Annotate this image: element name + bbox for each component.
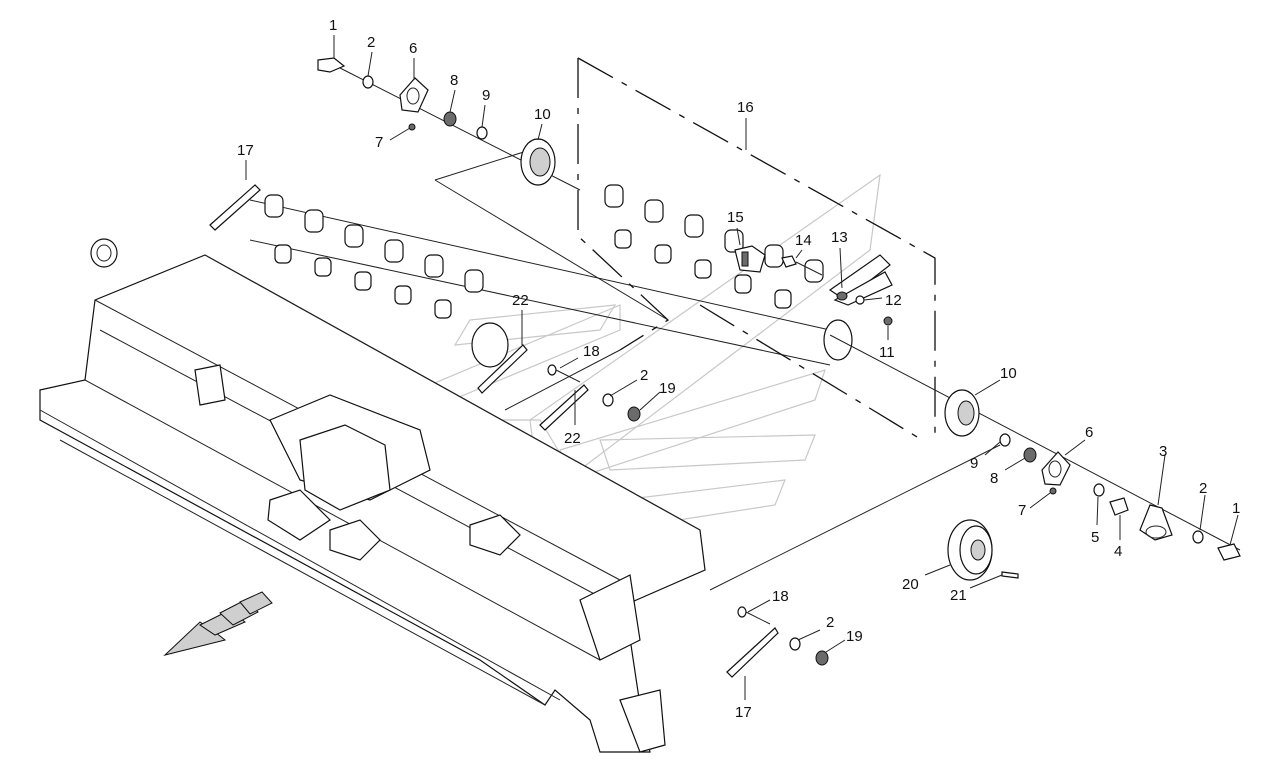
washer-2-right (1192, 530, 1204, 544)
nipple-7-top (408, 123, 416, 131)
seal-8-right (1023, 447, 1037, 463)
lever-13 (828, 254, 893, 306)
pulley-20 (947, 519, 993, 581)
callout-10-top: 10 (534, 106, 551, 123)
washer-5 (1093, 483, 1105, 497)
callout-9-right: 9 (970, 455, 978, 472)
bolt-18-mid (547, 364, 581, 383)
callout-2-bottom: 2 (826, 614, 834, 631)
callout-20: 20 (902, 576, 919, 593)
callout-9-top: 9 (482, 87, 490, 104)
plate-22-upper (477, 344, 528, 394)
key-21 (1001, 571, 1019, 579)
callout-17-top: 17 (237, 142, 254, 159)
callout-17-bottom: 17 (735, 704, 752, 721)
direction-arrow-icon (163, 591, 273, 656)
bushing-left (90, 238, 118, 268)
shield-17-top (209, 184, 261, 231)
callout-4: 4 (1114, 543, 1122, 560)
callout-15: 15 (727, 209, 744, 226)
callout-labels: 1 2 6 7 8 9 10 16 17 15 14 13 12 11 22 1… (237, 17, 1240, 721)
plate-22-lower (539, 384, 589, 431)
ring-9-top (476, 126, 488, 140)
seal-8-top (443, 111, 457, 127)
clamp-15 (734, 245, 766, 273)
flange-10-right (944, 389, 980, 437)
callout-3: 3 (1159, 443, 1167, 460)
callout-8-right: 8 (990, 470, 998, 487)
flange-10-top (520, 138, 556, 186)
rotor-shaft-lower (274, 229, 853, 368)
nut-19-bottom (815, 650, 829, 666)
callout-10-right: 10 (1000, 365, 1017, 382)
callout-7-right: 7 (1018, 502, 1026, 519)
callout-13: 13 (831, 229, 848, 246)
callout-11: 11 (879, 344, 895, 361)
nut-11 (883, 316, 893, 326)
bolt-1-top (317, 57, 346, 73)
callout-12: 12 (885, 292, 902, 309)
callout-21: 21 (950, 587, 967, 604)
bolt-14 (781, 255, 823, 276)
nipple-7-right (1049, 487, 1057, 495)
callout-1-right: 1 (1232, 500, 1240, 517)
rotor-shaft-upper (249, 184, 831, 366)
callout-14: 14 (795, 232, 812, 249)
callout-22-bottom: 22 (564, 430, 581, 447)
callout-5: 5 (1091, 529, 1099, 546)
callout-18-bottom: 18 (772, 588, 789, 605)
bolt-18-bottom (737, 606, 771, 625)
assembly-boundary-16 (577, 57, 936, 441)
washer-2-top (362, 75, 374, 89)
bolt-1-right (1217, 543, 1241, 561)
callout-16: 16 (737, 99, 754, 116)
callout-6-right: 6 (1085, 424, 1093, 441)
callout-8-top: 8 (450, 72, 458, 89)
callout-19-mid: 19 (659, 380, 676, 397)
callout-22-top: 22 (512, 292, 529, 309)
bearing-6-right (1041, 451, 1071, 486)
bolt-4 (1109, 497, 1129, 516)
callout-2-top: 2 (367, 34, 375, 51)
shield-17-bottom (726, 627, 779, 678)
bearing-6-top (399, 77, 429, 113)
callout-2-right: 2 (1199, 480, 1207, 497)
pin-12 (855, 295, 865, 305)
washer-2-mid (602, 393, 614, 407)
callout-2-mid: 2 (640, 367, 648, 384)
callout-1-top: 1 (329, 17, 337, 34)
leader-lines (245, 35, 1239, 700)
callout-18-mid: 18 (583, 343, 600, 360)
washer-2-bottom (789, 637, 801, 651)
ring-9-right (999, 433, 1011, 447)
callout-6-top: 6 (409, 40, 417, 57)
callout-7-top: 7 (375, 134, 383, 151)
header-frame (39, 254, 706, 753)
cover-3 (1139, 504, 1173, 541)
nut-19-mid (627, 406, 641, 422)
callout-19-bottom: 19 (846, 628, 863, 645)
